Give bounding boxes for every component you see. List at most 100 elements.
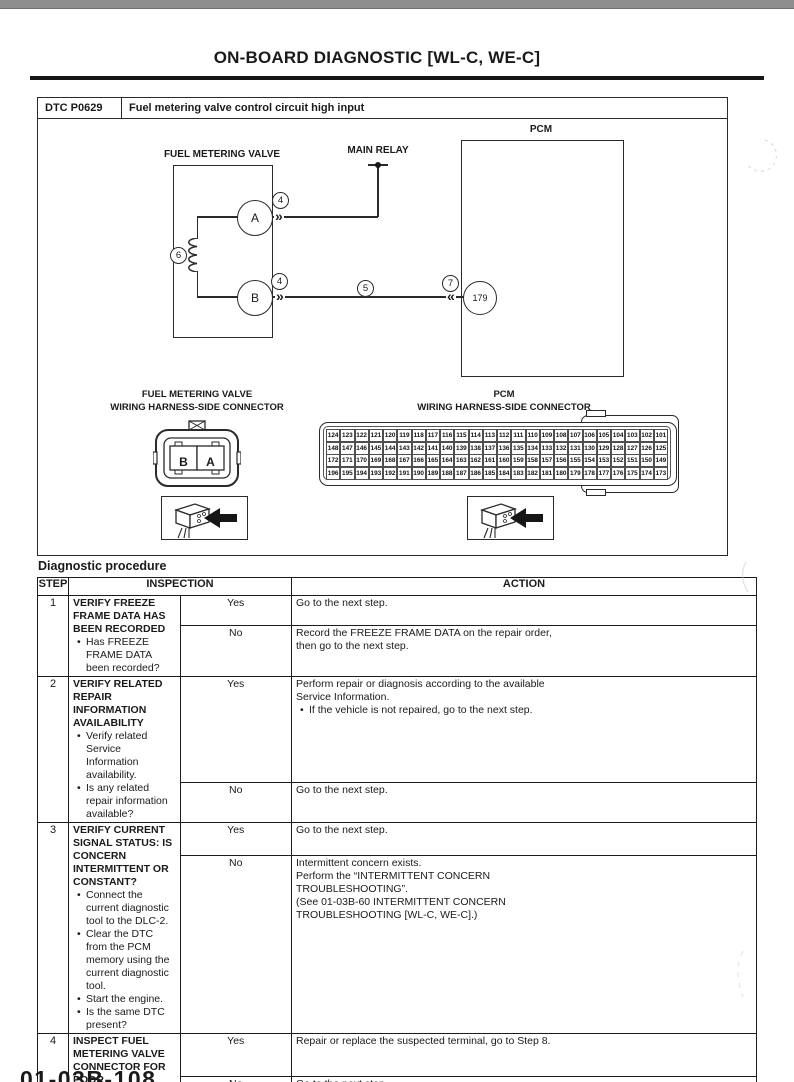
wire-b-in-icon: « [446,288,456,304]
procedure-table-head: STEP INSPECTION ACTION [37,577,757,596]
procedure-heading: Diagnostic procedure [38,559,167,573]
main-relay-node [375,162,381,168]
pcm-pin-111: 111 [511,429,526,442]
callout-terminal-b: 4 [271,273,288,290]
pcm-pin-151: 151 [625,454,640,467]
pcm-pin-154: 154 [582,454,597,467]
pcm-pin-178: 178 [582,467,597,480]
pcm-pin-169: 169 [368,454,383,467]
dtc-description: Fuel metering valve control circuit high… [129,102,365,114]
pcm-pin-121: 121 [368,429,383,442]
pcm-pin-172: 172 [326,454,341,467]
scan-artifact [737,950,744,998]
pcm-pin-184: 184 [497,467,512,480]
scan-artifact [746,139,778,172]
inspection-title: VERIFY CURRENT SIGNAL STATUS: IS CONCERN… [73,824,173,888]
answer-cell: Yes [179,822,292,856]
answer-cell: No [179,854,292,1035]
pcm-pin-165: 165 [425,454,440,467]
step-number: 2 [37,676,69,823]
action-cell: Go to the next step. [291,595,757,626]
inspection-cell: VERIFY CURRENT SIGNAL STATUS: IS CONCERN… [68,822,181,1034]
pcm-pin-191: 191 [397,467,412,480]
inspection-title: VERIFY FREEZE FRAME DATA HAS BEEN RECORD… [73,597,166,635]
action-bullet: If the vehicle is not repaired, go to th… [296,704,752,717]
pcm-pin-160: 160 [497,454,512,467]
coil-stub-b [197,296,238,298]
pcm-pin-106: 106 [582,429,597,442]
pcm-pin-107: 107 [568,429,583,442]
action-cell: Intermittent concern exists.Perform the … [291,854,757,1035]
action-line: Go to the next step. [296,597,388,609]
pcm-pin-183: 183 [511,467,526,480]
pcm-pin-193: 193 [368,467,383,480]
pcm-pin-170: 170 [354,454,369,467]
answer-cell: No [179,624,292,678]
inspection-bullet: Is the same DTC present? [73,1006,176,1032]
pcm-pin-120: 120 [383,429,398,442]
pcm-pin-140: 140 [440,442,455,455]
pcm-shell-tab-top [586,410,606,417]
inspection-title: INSPECT FUEL METERING VALVE CONNECTOR FO… [73,1035,166,1082]
pcm-pin-109: 109 [539,429,554,442]
action-cell: Perform repair or diagnosis according to… [291,675,757,784]
valve-connector-label: FUEL METERING VALVE WIRING HARNESS-SIDE … [97,388,297,414]
pcm-connector-label: PCM WIRING HARNESS-SIDE CONNECTOR [404,388,604,414]
action-line: Record the FREEZE FRAME DATA on the repa… [296,626,552,639]
action-line: (See 01-03B-60 INTERMITTENT CONCERN [296,895,506,908]
pcm-pin-104: 104 [611,429,626,442]
pcm-pin-181: 181 [539,467,554,480]
action-line: Go to the next step. [296,784,388,797]
action-line: Perform repair or diagnosis according to… [296,678,545,690]
action-line: Go to the next step. [296,1078,752,1082]
pcm-pin-116: 116 [440,429,455,442]
valve-connector-label-line2: WIRING HARNESS-SIDE CONNECTOR [110,402,284,413]
pcm-pin-113: 113 [482,429,497,442]
pcm-pin-168: 168 [383,454,398,467]
coil-lead-bottom [196,271,198,297]
callout-wire: 5 [357,280,374,297]
pcm-pin-136: 136 [497,442,512,455]
pcm-pin-155: 155 [568,454,583,467]
pcm-pin-180: 180 [554,467,569,480]
inspection-bullet: Has FREEZE FRAME DATA been recorded? [73,636,176,675]
column-action: ACTION [291,577,757,596]
inspection-cell: INSPECT FUEL METERING VALVE CONNECTOR FO… [68,1033,181,1082]
harness-view-icon [479,503,543,539]
pcm-pin-173: 173 [653,467,668,480]
dtc-header: DTC P0629 Fuel metering valve control ci… [38,98,727,119]
step-number: 4 [37,1033,69,1082]
pcm-pin-156: 156 [554,454,569,467]
terminal-b: B [237,280,273,316]
pcm-shell-tab-bottom [586,489,606,496]
coil-symbol [188,238,198,272]
pcm-pin-187: 187 [454,467,469,480]
pcm-pin-161: 161 [482,454,497,467]
pcm-pin-195: 195 [340,467,355,480]
inspection-cell: VERIFY FREEZE FRAME DATA HAS BEEN RECORD… [68,595,181,677]
action-cell: Go to the next step. [291,822,757,856]
dtc-box: DTC P0629 Fuel metering valve control ci… [37,97,728,556]
pcm-pin-119: 119 [397,429,412,442]
coil-stub-a [197,216,238,218]
valve-connector-face: B A [153,420,241,487]
pcm-pin-148: 148 [326,442,341,455]
valve-pin-a: A [206,455,215,469]
column-inspection: INSPECTION [68,577,292,596]
pcm-pin-164: 164 [440,454,455,467]
pcm-pin-174: 174 [639,467,654,480]
pcm-pin-158: 158 [525,454,540,467]
callout-terminal-a: 4 [272,192,289,209]
pcm-pin-190: 190 [411,467,426,480]
action-cell: Go to the next step. [291,1076,757,1082]
pcm-pin-115: 115 [454,429,469,442]
